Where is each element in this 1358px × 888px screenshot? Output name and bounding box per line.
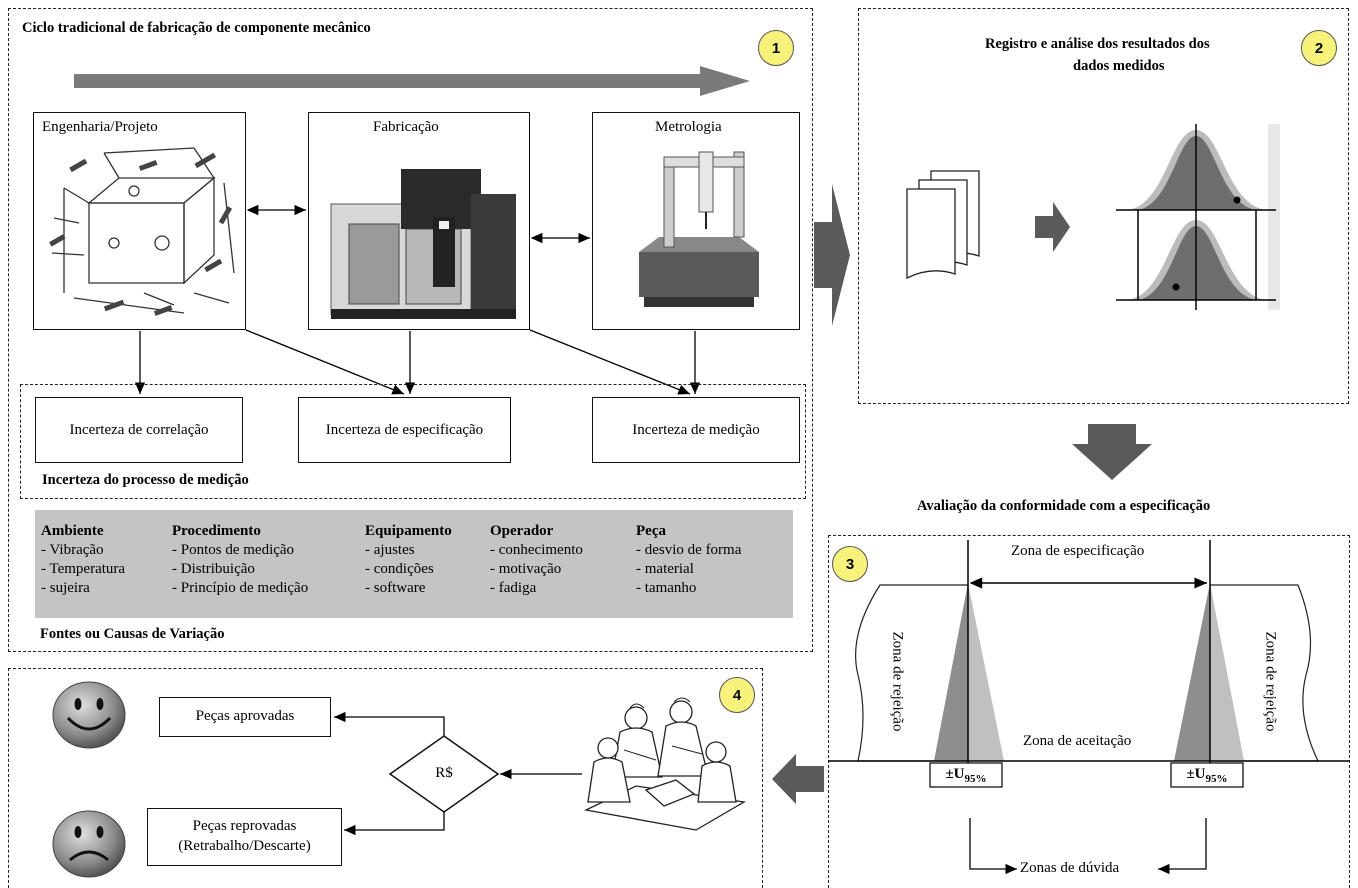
cause-item: - tamanho [636,580,697,596]
cause-environment: Ambiente - Vibração - Temperatura - suje… [41,522,125,598]
panel-decision [8,668,763,888]
approved-parts-label: Peças aprovadas [195,708,295,724]
cause-header: Ambiente [41,523,104,539]
stage-manufacturing-label: Fabricação [373,119,439,135]
cause-equipment: Equipamento - ajustes - condições - soft… [365,522,452,598]
sad-face-icon [52,810,126,878]
arrow-documents-to-distribution [1035,202,1070,252]
decision-label: R$ [435,765,453,781]
spec-zone-label: Zona de especificação [1011,543,1145,559]
cause-item: - sujeira [41,580,90,596]
causes-table: Ambiente - Vibração - Temperatura - suje… [35,510,793,618]
cause-header: Procedimento [172,523,261,539]
cause-item: - Vibração [41,542,104,558]
distribution-chart-icon [1116,124,1280,310]
cause-operator: Operador - conhecimento - motivação - fa… [490,522,583,598]
stage-engineering-label: Engenharia/Projeto [42,119,158,135]
panel2-title-line2: dados medidos [1073,58,1165,74]
happy-face-icon [52,681,126,749]
u95-right: ±U95% [1171,766,1243,785]
decision-flow [334,711,582,836]
badge-2: 2 [1301,30,1337,66]
technical-drawing-icon [49,147,235,316]
accept-zone-label: Zona de aceitação [1023,733,1132,749]
cause-header: Operador [490,523,554,539]
cause-item: - motivação [490,561,562,577]
cnc-machine-icon [330,169,516,319]
cause-item: - ajustes [365,542,415,558]
arrow-to-conformity [1072,424,1152,480]
cause-item: - Princípio de medição [172,580,309,596]
arrow-to-decision [772,754,824,804]
stage-engineering-box: Engenharia/Projeto [33,112,246,330]
cause-item: - condições [365,561,434,577]
u95-right-sub: 95% [1205,773,1228,785]
uncertainty-measurement-box: Incerteza de medição [592,397,800,463]
u95-left: ±U95% [930,766,1002,785]
rejected-parts-box: Peças reprovadas (Retrabalho/Descarte) [147,808,342,866]
approved-parts-box: Peças aprovadas [159,697,331,737]
stage-manufacturing-box: Fabricação [308,112,530,330]
stage-metrology-box: Metrologia [592,112,800,330]
uncertainty-correlation-label: Incerteza de correlação [69,422,209,438]
uncertainty-correlation-box: Incerteza de correlação [35,397,243,463]
uncertainty-specification-label: Incerteza de especificação [325,422,484,438]
reject-zone-left-label: Zona de rejeição [889,631,906,732]
rejected-parts-line2: (Retrabalho/Descarte) [178,838,311,854]
u95-right-symbol: ±U [1186,766,1206,782]
badge-4: 4 [719,677,755,713]
uncertainty-specification-box: Incerteza de especificação [298,397,511,463]
cause-header: Peça [636,523,666,539]
panel1-title: Ciclo tradicional de fabricação de compo… [22,20,371,36]
cause-procedure: Procedimento - Pontos de medição - Distr… [172,522,308,598]
stage-metrology-label: Metrologia [655,119,722,135]
cause-item: - Pontos de medição [172,542,295,558]
reject-zone-right-label: Zona de rejeição [1262,631,1279,732]
cause-item: - desvio de forma [636,542,742,558]
process-flow-arrow [74,66,750,96]
cmm-machine-icon [639,151,759,307]
panel2-title-line1: Registro e análise dos resultados dos [985,36,1210,52]
conformity-label: Avaliação da conformidade com a especifi… [917,498,1211,514]
documents-icon [906,170,980,280]
conformity-zone-diagram [828,540,1350,875]
cause-item: - fadiga [490,580,537,596]
cause-header: Equipamento [365,523,452,539]
cause-item: - Temperatura [41,561,126,577]
panel-manufacturing-cycle [8,8,813,652]
u95-left-symbol: ±U [945,766,965,782]
cause-part: Peça - desvio de forma - material - tama… [636,522,741,598]
cause-item: - software [365,580,426,596]
badge-1: 1 [758,30,794,66]
panel1-connectors [134,204,701,395]
doubt-zones-label: Zonas de dúvida [1020,860,1120,876]
uncertainty-group [20,384,806,499]
panel-conformity-zones [828,535,1350,888]
u95-left-sub: 95% [964,773,987,785]
badge-3: 3 [832,546,868,582]
arrow-to-results [814,184,850,326]
team-meeting-icon [583,697,746,831]
cause-item: - conhecimento [490,542,583,558]
rejected-parts-line1: Peças reprovadas [192,818,297,834]
causes-label: Fontes ou Causas de Variação [40,626,225,642]
uncertainty-measurement-label: Incerteza de medição [632,422,760,438]
panel-results-analysis [858,8,1349,404]
cause-item: - Distribuição [172,561,255,577]
cause-item: - material [636,561,694,577]
uncertainty-group-label: Incerteza do processo de medição [42,472,249,488]
